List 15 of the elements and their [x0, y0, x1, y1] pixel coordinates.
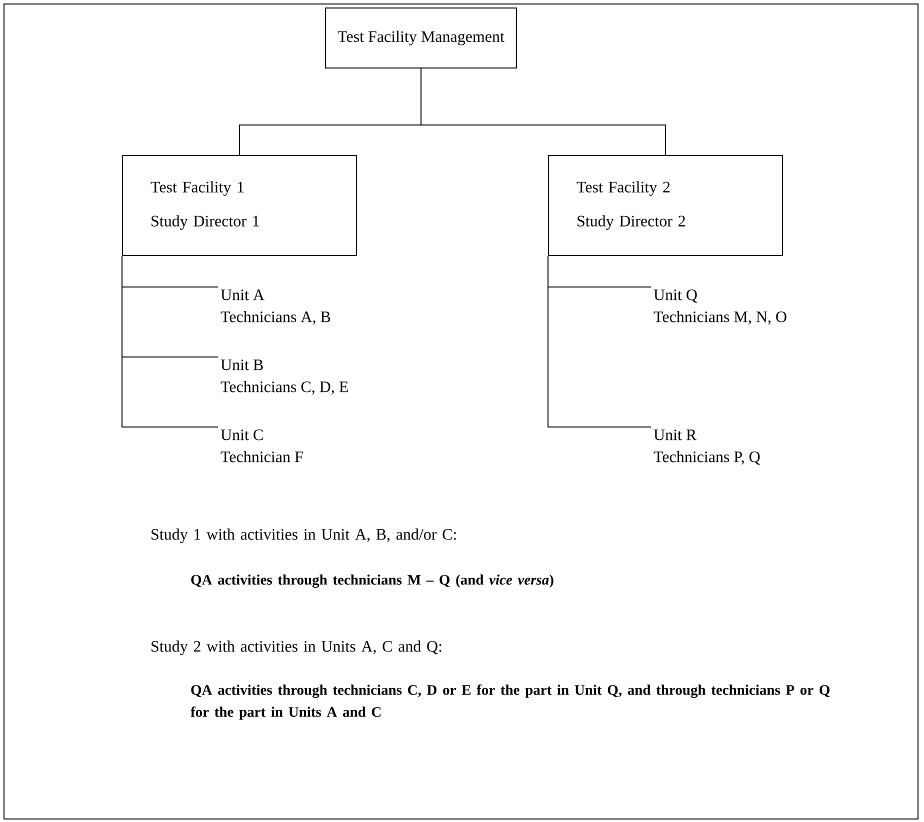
connector-line — [122, 256, 218, 428]
facility-box: Test Facility 1 Study Director 1 — [122, 155, 357, 256]
note-text: QA activities through technicians C, D or E for the part in Unit Q, and through technicians P or Q for the part in Units A and C — [190, 684, 830, 720]
note-text: QA activities through technicians M – Q (and vice versa) — [191, 574, 554, 588]
unit-label: Unit R Technicians P, Q — [654, 430, 760, 465]
unit-label: Unit C Technician F — [220, 430, 303, 462]
management-box: Test Facility Management — [325, 8, 517, 68]
connector-line — [548, 256, 652, 428]
unit-label: Unit A Technicians A, B — [220, 290, 330, 325]
study-heading: Study 1 with activities in Unit A, B, and/or C: — [152, 528, 456, 544]
unit-label: Unit Q Technicians M, N, O — [654, 290, 786, 325]
unit-label: Unit B Technicians C, D, E — [220, 360, 348, 395]
study-heading: Study 2 with activities in Units A, C and Q: — [152, 640, 442, 656]
facility-box: Test Facility 2 Study Director 2 — [548, 155, 783, 256]
connector-line — [420, 68, 666, 156]
